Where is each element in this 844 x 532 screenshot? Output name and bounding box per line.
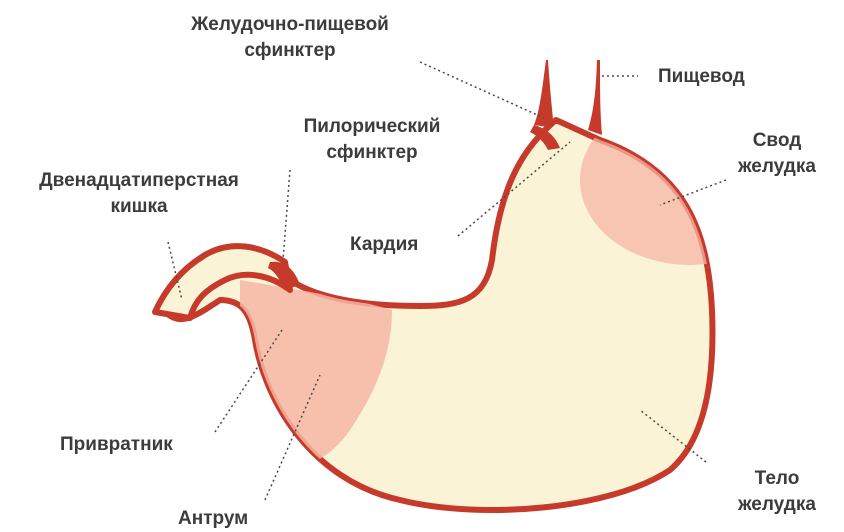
label-body: Тело желудка xyxy=(720,466,834,518)
label-fundus-line2: желудка xyxy=(722,154,832,180)
label-pylorus: Привратник xyxy=(60,432,173,458)
label-ge-sphincter-line1: Желудочно-пищевой xyxy=(150,12,430,38)
label-esophagus-line1: Пищевод xyxy=(658,64,745,90)
label-ge-sphincter: Желудочно-пищевой сфинктер xyxy=(150,12,430,64)
label-cardia-line1: Кардия xyxy=(350,232,418,258)
leader-pyloric-sphincter xyxy=(283,170,290,260)
label-antrum: Антрум xyxy=(178,506,248,532)
label-duodenum: Двенадцатиперстная кишка xyxy=(8,168,270,220)
label-ge-sphincter-line2: сфинктер xyxy=(150,38,430,64)
label-pyloric-sphincter: Пилорический сфинктер xyxy=(272,114,472,166)
label-body-line1: Тело xyxy=(720,466,834,492)
label-pyloric-sphincter-line1: Пилорический xyxy=(272,114,472,140)
label-fundus: Свод желудка xyxy=(722,128,832,180)
label-fundus-line1: Свод xyxy=(722,128,832,154)
label-pyloric-sphincter-line2: сфинктер xyxy=(272,140,472,166)
esophagus-wall-right xyxy=(588,60,602,135)
label-esophagus: Пищевод xyxy=(658,64,745,90)
label-duodenum-line1: Двенадцатиперстная xyxy=(8,168,270,194)
label-pylorus-line1: Привратник xyxy=(60,432,173,458)
label-antrum-line1: Антрум xyxy=(178,506,248,532)
leader-ge-sphincter xyxy=(420,62,544,118)
label-cardia: Кардия xyxy=(350,232,418,258)
fundus-region xyxy=(580,95,800,265)
label-duodenum-line2: кишка xyxy=(8,194,270,220)
label-body-line2: желудка xyxy=(720,492,834,518)
